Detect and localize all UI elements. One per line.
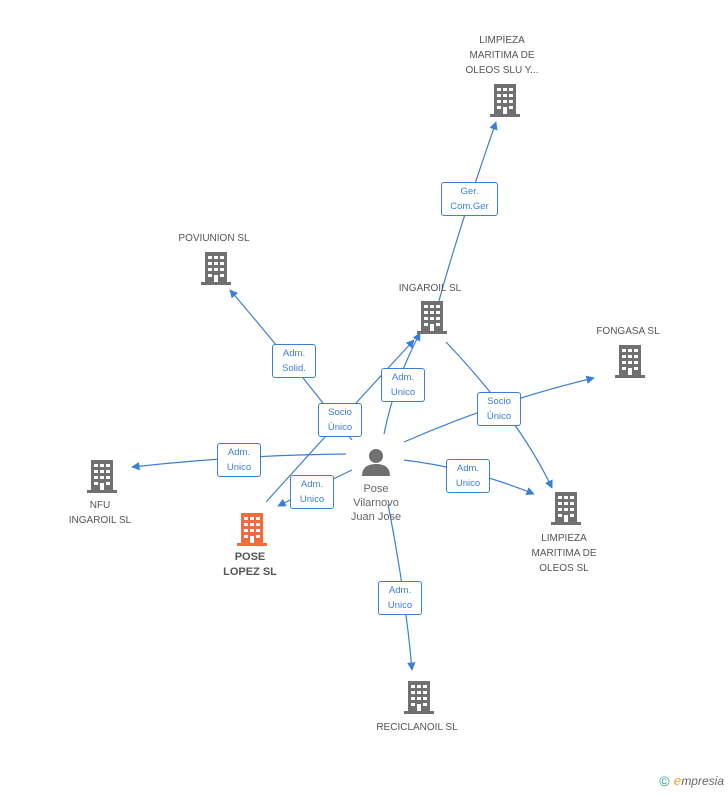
edge-label-adm-unico-ingaroil[interactable]: Adm. Unico <box>381 368 425 402</box>
edge-label-adm-unico-reciclanoil[interactable]: Adm. Unico <box>378 581 422 615</box>
copyright-icon: © <box>659 773 670 789</box>
node-label-limpieza-slu[interactable]: LIMPIEZA MARITIMA DE OLEOS SLU Y... <box>465 35 539 76</box>
brand-initial: e <box>673 773 682 789</box>
building-icon[interactable] <box>201 252 231 285</box>
edge-ingaroil-to-limpieza-slu <box>435 121 498 313</box>
node-label-ingaroil[interactable]: INGAROIL SL <box>398 283 462 294</box>
node-label-fongasa[interactable]: FONGASA SL <box>596 326 660 337</box>
building-icon[interactable] <box>87 460 117 493</box>
building-icon[interactable] <box>237 513 267 546</box>
edge-label-ger-com-ger[interactable]: Ger. Com.Ger <box>441 182 498 216</box>
edges <box>131 121 595 671</box>
building-icon[interactable] <box>404 681 434 714</box>
node-label-pose-lopez[interactable]: POSE LOPEZ SL <box>223 551 277 578</box>
building-icon[interactable] <box>490 84 520 117</box>
edge-label-adm-solid[interactable]: Adm. Solid. <box>272 344 316 378</box>
edge-label-adm-unico-pose[interactable]: Adm. Unico <box>290 475 334 509</box>
edge-label-adm-unico-nfu[interactable]: Adm. Unico <box>217 443 261 477</box>
node-label-nfu[interactable]: NFU INGAROIL SL <box>68 500 132 526</box>
building-icon[interactable] <box>417 301 447 334</box>
building-icon[interactable] <box>551 492 581 525</box>
brand-name: mpresia <box>681 773 724 788</box>
edge-label-socio-unico-limpieza[interactable]: Socio Único <box>477 392 521 426</box>
node-label-limpieza-sl[interactable]: LIMPIEZA MARITIMA DE OLEOS SL <box>531 533 597 574</box>
edge-label-adm-unico-limpieza[interactable]: Adm. Unico <box>446 459 490 493</box>
node-label-person[interactable]: Pose Vilarnovo Juan Jose <box>350 483 402 523</box>
node-label-poviunion[interactable]: POVIUNION SL <box>178 233 250 244</box>
person-icon[interactable] <box>362 449 390 476</box>
building-icon[interactable] <box>615 345 645 378</box>
edge-label-socio-unico-pose[interactable]: Socio Único <box>318 403 362 437</box>
empresia-watermark: © empresia <box>659 773 724 789</box>
node-label-reciclanoil[interactable]: RECICLANOIL SL <box>376 722 458 733</box>
